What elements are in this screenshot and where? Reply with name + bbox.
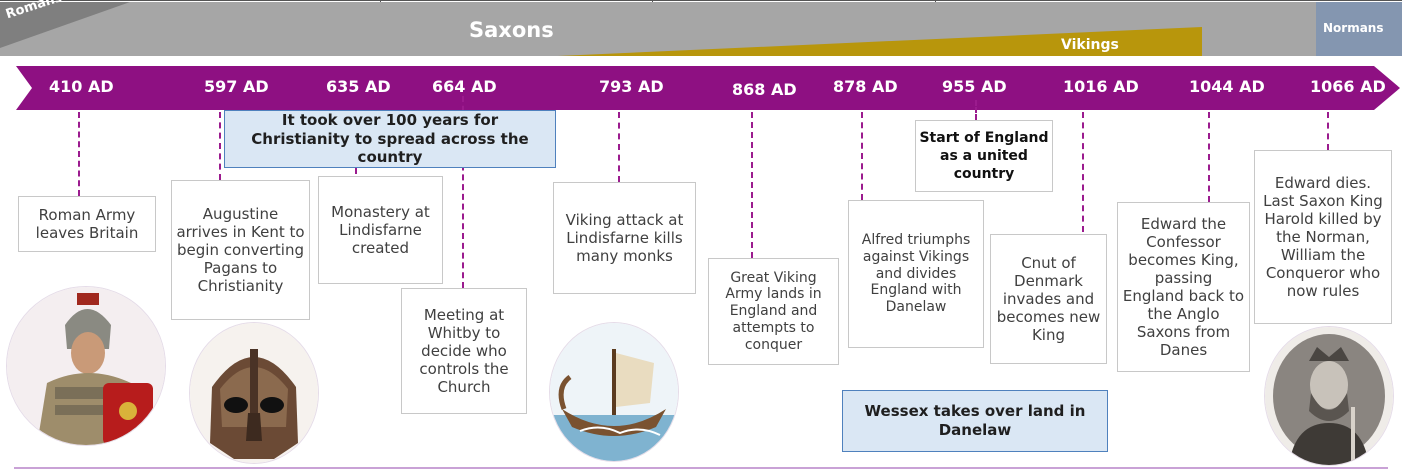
callout-christianity: It took over 100 years for Christianity … xyxy=(224,110,556,168)
connector-597 xyxy=(219,112,221,180)
event-1066: Edward dies. Last Saxon King Harold kill… xyxy=(1254,150,1392,324)
bottom-divider xyxy=(14,467,1388,469)
roman-soldier-image xyxy=(6,286,166,446)
date-1066: 1066 AD xyxy=(1310,77,1386,96)
event-1044: Edward the Confessor becomes King, passi… xyxy=(1117,202,1250,372)
connector-955 xyxy=(975,100,977,120)
connector-868 xyxy=(751,112,753,258)
vikings-label: Vikings xyxy=(1061,37,1119,53)
date-410: 410 AD xyxy=(49,77,114,96)
romans-era-band xyxy=(0,2,130,48)
connector-878 xyxy=(861,112,863,200)
top-border xyxy=(0,0,1402,1)
event-410: Roman Army leaves Britain xyxy=(18,196,156,252)
event-878: Alfred triumphs against Vikings and divi… xyxy=(848,200,984,348)
connector-1016 xyxy=(1082,112,1084,232)
event-793: Viking attack at Lindisfarne kills many … xyxy=(553,182,696,294)
event-597: Augustine arrives in Kent to begin conve… xyxy=(171,180,310,320)
normans-era-box xyxy=(1316,2,1402,56)
event-1016: Cnut of Denmark invades and becomes new … xyxy=(990,234,1107,364)
connector-410 xyxy=(78,112,80,196)
date-635: 635 AD xyxy=(326,77,391,96)
date-955: 955 AD xyxy=(942,77,1007,96)
william-the-conqueror-portrait xyxy=(1264,326,1394,466)
date-597: 597 AD xyxy=(204,77,269,96)
date-1044: 1044 AD xyxy=(1189,77,1265,96)
connector-664 xyxy=(462,96,464,288)
sutton-hoo-helmet-image xyxy=(189,322,319,464)
timeline-arrow xyxy=(16,66,1400,110)
callout-wessex: Wessex takes over land in Danelaw xyxy=(842,390,1108,452)
date-793: 793 AD xyxy=(599,77,664,96)
date-664: 664 AD xyxy=(432,77,497,96)
vikings-era-wedge xyxy=(558,27,1202,56)
normans-label: Normans xyxy=(1323,21,1384,35)
date-878: 878 AD xyxy=(833,77,898,96)
connector-1066 xyxy=(1327,112,1329,150)
event-955: Start of England as a united country xyxy=(915,120,1053,192)
connector-1044 xyxy=(1208,112,1210,202)
date-1016: 1016 AD xyxy=(1063,77,1139,96)
saxons-label: Saxons xyxy=(469,18,554,42)
connector-793 xyxy=(618,112,620,182)
date-868: 868 AD xyxy=(732,80,797,99)
viking-ship-image xyxy=(549,322,679,462)
event-868: Great Viking Army lands in England and a… xyxy=(708,258,839,365)
event-664: Meeting at Whitby to decide who controls… xyxy=(401,288,527,414)
event-635: Monastery at Lindisfarne created xyxy=(318,176,443,284)
